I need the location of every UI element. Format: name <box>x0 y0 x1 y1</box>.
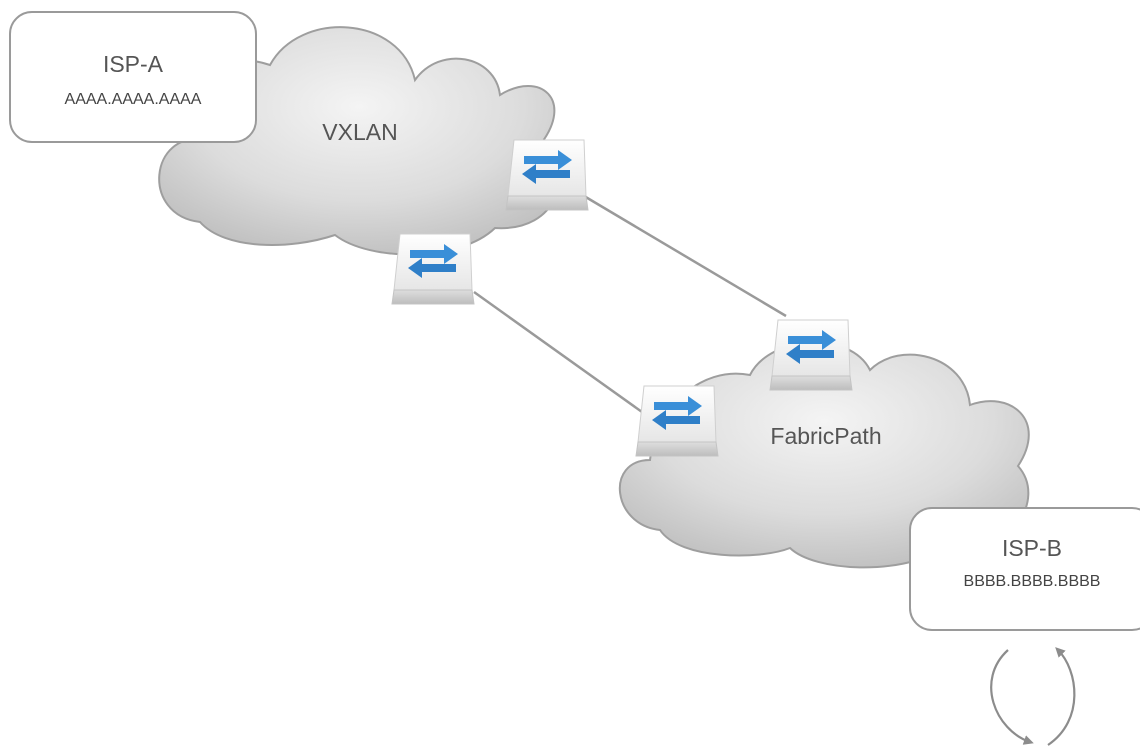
switch-icon <box>391 233 475 305</box>
isp-a-node[interactable]: ISP-A AAAA.AAAA.AAAA <box>9 11 257 143</box>
isp-a-address: AAAA.AAAA.AAAA <box>65 91 202 108</box>
isp-b-name: ISP-B <box>1002 535 1062 561</box>
isp-b-node[interactable]: ISP-B BBBB.BBBB.BBBB <box>909 507 1140 631</box>
switch-icon <box>635 385 719 457</box>
link-vxlan-to-fabricpath-upper <box>583 194 787 318</box>
link-vxlan-to-fabricpath-lower <box>473 290 643 414</box>
loop-arrows-icon <box>990 647 1076 746</box>
vxlan-label: VXLAN <box>322 119 397 145</box>
isp-b-address: BBBB.BBBB.BBBB <box>964 573 1101 590</box>
isp-a-name: ISP-A <box>103 51 164 77</box>
switch-icon <box>769 319 853 391</box>
fabricpath-label: FabricPath <box>770 423 881 449</box>
switch-icon <box>505 139 589 211</box>
